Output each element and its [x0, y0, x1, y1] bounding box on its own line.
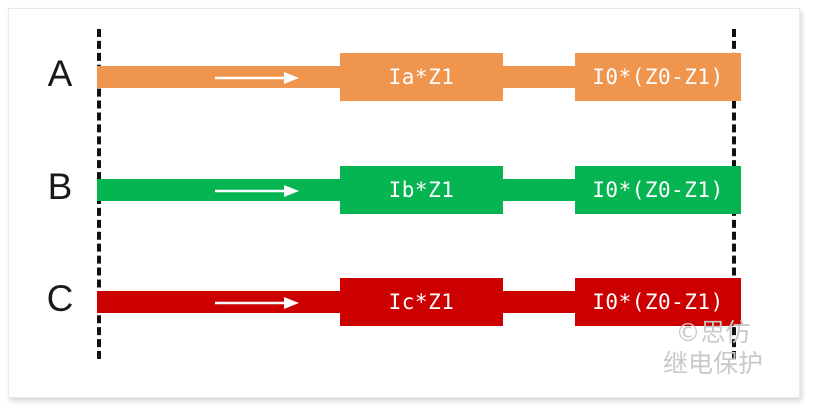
phase-row-b: B Ib*Z1 I0*(Z0-Z1): [9, 158, 816, 218]
figure-card: A Ia*Z1 I0*(Z0-Z1) B Ib*Z1 I0*(Z0-Z1): [8, 8, 800, 398]
watermark-line-1: ©思仿: [675, 318, 751, 347]
right-arrow-icon-c: [215, 297, 299, 309]
right-arrow-icon-a: [215, 72, 299, 84]
conductor-line-a: Ia*Z1 I0*(Z0-Z1): [97, 53, 741, 101]
conductor-line-c: Ic*Z1 I0*(Z0-Z1): [97, 278, 741, 326]
phase-row-a: A Ia*Z1 I0*(Z0-Z1): [9, 45, 816, 105]
impedance-block-b-1: Ib*Z1: [340, 166, 503, 214]
impedance-block-a-2: I0*(Z0-Z1): [575, 53, 741, 101]
conductor-line-b: Ib*Z1 I0*(Z0-Z1): [97, 166, 741, 214]
watermark: ©思仿 继电保护: [663, 317, 763, 379]
impedance-block-c-1: Ic*Z1: [340, 278, 503, 326]
phase-label-b: B: [47, 166, 73, 207]
impedance-block-b-2: I0*(Z0-Z1): [575, 166, 741, 214]
right-arrow-icon-b: [215, 185, 299, 197]
phase-label-a: A: [47, 53, 73, 94]
impedance-block-c-2: I0*(Z0-Z1): [575, 278, 741, 326]
phase-row-c: C Ic*Z1 I0*(Z0-Z1): [9, 270, 816, 330]
watermark-line-2: 继电保护: [662, 349, 763, 378]
impedance-block-a-1: Ia*Z1: [340, 53, 503, 101]
phase-label-c: C: [46, 278, 74, 319]
